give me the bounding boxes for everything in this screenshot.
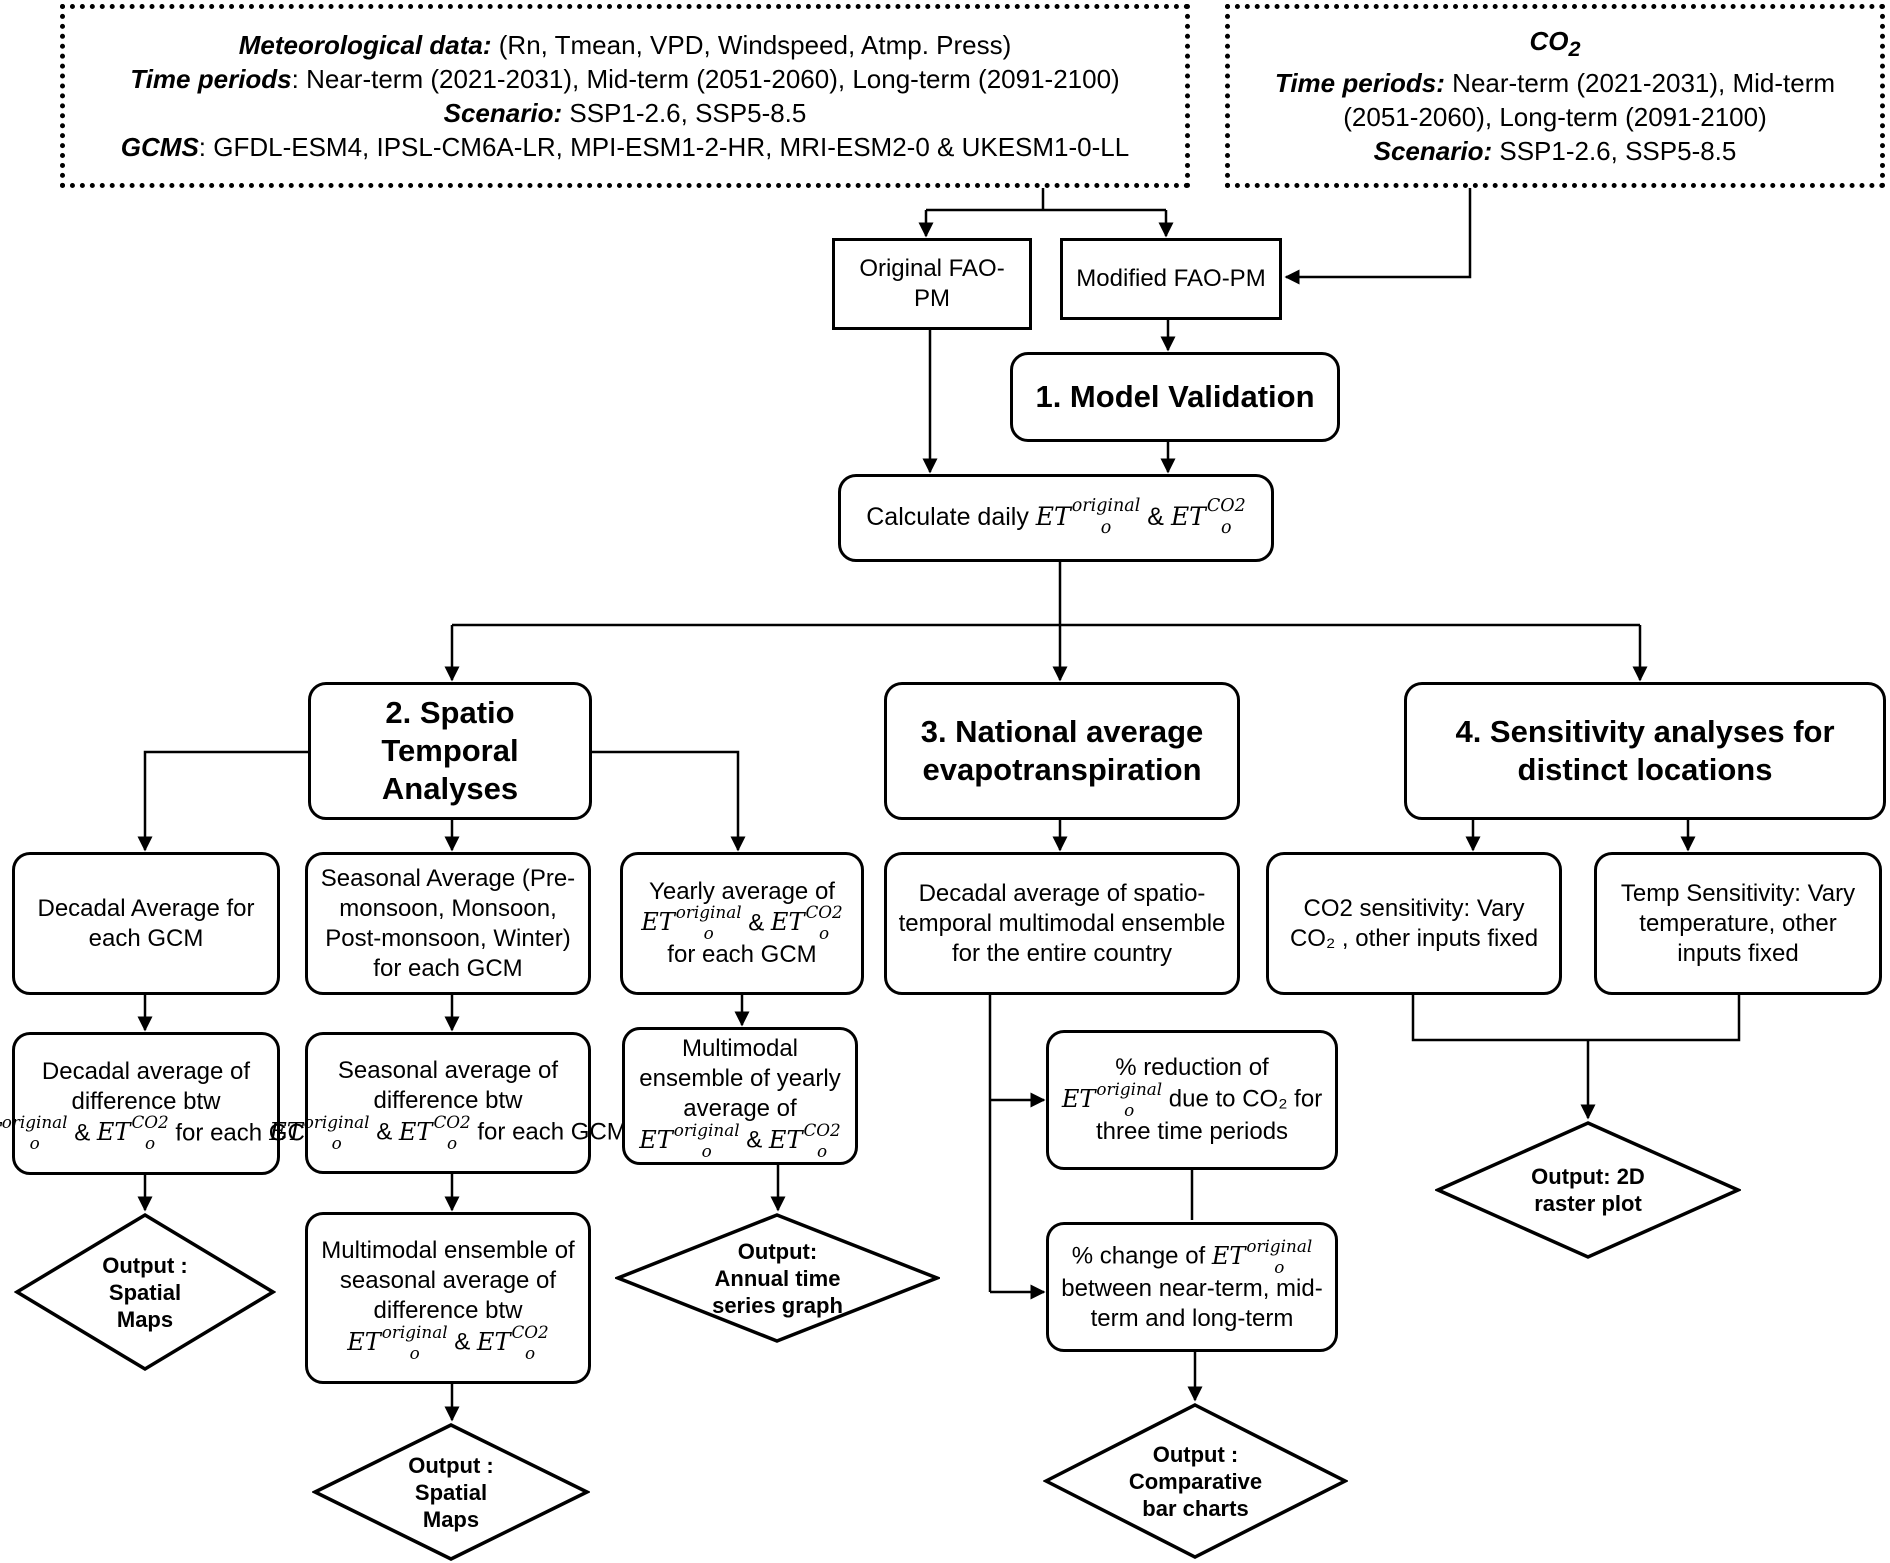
met-text-3: SSP1-2.6, SSP5-8.5 bbox=[562, 98, 807, 128]
model-validation-title: 1. Model Validation bbox=[1035, 379, 1315, 414]
pct-change-suffix: between near-term, mid-term and long-ter… bbox=[1061, 1274, 1323, 1332]
met-label-3: Scenario: bbox=[443, 98, 563, 128]
model-validation-box: 1. Model Validation bbox=[1010, 352, 1340, 442]
decadal-average-box: Decadal Average for each GCM bbox=[12, 852, 280, 995]
co2-time-label: Time periods: bbox=[1274, 68, 1445, 99]
yearly-average-line1: Yearly average of bbox=[649, 877, 835, 905]
co2-scenario-text: SSP1-2.6, SSP5-8.5 bbox=[1492, 136, 1737, 167]
co2-scenario-line: Scenario: SSP1-2.6, SSP5-8.5 bbox=[1374, 134, 1737, 168]
spatio-temporal-box: 2. Spatio Temporal Analyses bbox=[308, 682, 592, 820]
national-average-title: 3. National average evapotranspiration bbox=[920, 714, 1204, 787]
pct-reduction-line1: % reduction of bbox=[1115, 1054, 1269, 1082]
met-line-2: Time periods: Near-term (2021-2031), Mid… bbox=[130, 62, 1119, 96]
yearly-average-suffix: for each GCM bbox=[667, 941, 817, 969]
spatio-temporal-title: 2. Spatio Temporal Analyses bbox=[381, 695, 519, 806]
decadal-average-text: Decadal Average for each GCM bbox=[37, 894, 255, 952]
output-spatial-maps-middle: Output : Spatial Maps bbox=[312, 1422, 590, 1562]
met-text-4: : GFDL-ESM4, IPSL-CM6A-LR, MPI-ESM1-2-HR… bbox=[198, 132, 1130, 162]
seasonal-average-text: Seasonal Average (Pre-monsoon, Monsoon, … bbox=[320, 864, 576, 982]
met-label-1: Meteorological data: bbox=[238, 30, 492, 60]
met-label-2: Time periods bbox=[130, 64, 292, 94]
pct-reduction-suffix: due to CO₂ for three time periods bbox=[1095, 1085, 1323, 1145]
temp-sensitivity-box: Temp Sensitivity: Vary temperature, othe… bbox=[1594, 852, 1882, 995]
met-line-4: GCMS: GFDL-ESM4, IPSL-CM6A-LR, MPI-ESM1-… bbox=[121, 130, 1129, 164]
co2-scenario-label: Scenario: bbox=[1373, 136, 1493, 167]
yearly-ensemble-box: Multimodal ensemble of yearly average of… bbox=[622, 1027, 858, 1165]
decadal-ensemble-box: Decadal average of spatio-temporal multi… bbox=[884, 852, 1240, 995]
met-line-1: Meteorological data: (Rn, Tmean, VPD, Wi… bbox=[239, 28, 1012, 62]
co2-time-line-2: (2051-2060), Long-term (2091-2100) bbox=[1343, 100, 1766, 134]
met-text-1: (Rn, Tmean, VPD, Windspeed, Atmp. Press) bbox=[491, 30, 1012, 60]
decadal-difference-line1: Decadal average of difference btw bbox=[41, 1057, 251, 1115]
output-comparative-bar-charts: Output : Comparative bar charts bbox=[1043, 1402, 1348, 1560]
co2-data-box: CO2 Time periods: Near-term (2021-2031),… bbox=[1225, 4, 1885, 188]
co2-title-sub: 2 bbox=[1568, 36, 1581, 62]
decadal-difference-box: Decadal average of difference btw ETorig… bbox=[0, 1032, 325, 1175]
co2-sensitivity-box: CO2 sensitivity: Vary CO₂ , other inputs… bbox=[1266, 852, 1562, 995]
seasonal-difference-suffix: for each GCM bbox=[477, 1118, 627, 1146]
temp-sensitivity-text: Temp Sensitivity: Vary temperature, othe… bbox=[1620, 879, 1856, 967]
pct-change-prefix: % change of bbox=[1071, 1242, 1206, 1270]
met-text-2: : Near-term (2021-2031), Mid-term (2051-… bbox=[291, 64, 1120, 94]
co2-time-line-1: Time periods: Near-term (2021-2031), Mid… bbox=[1275, 66, 1835, 100]
co2-title-main: CO bbox=[1529, 25, 1569, 56]
sensitivity-analyses-box: 4. Sensitivity analyses for distinct loc… bbox=[1404, 682, 1886, 820]
co2-title: CO2 bbox=[1529, 24, 1580, 66]
met-label-4: GCMS bbox=[120, 132, 199, 162]
modified-fao-pm-label: Modified FAO-PM bbox=[1076, 265, 1266, 292]
national-average-box: 3. National average evapotranspiration bbox=[884, 682, 1240, 820]
decadal-ensemble-text: Decadal average of spatio-temporal multi… bbox=[898, 879, 1226, 967]
decadal-difference-suffix: for each GCM bbox=[175, 1119, 325, 1146]
original-fao-pm-label: Original FAO-PM bbox=[859, 255, 1005, 312]
meteorological-data-box: Meteorological data: (Rn, Tmean, VPD, Wi… bbox=[60, 4, 1190, 188]
co2-time-text-b: (2051-2060), Long-term (2091-2100) bbox=[1343, 102, 1767, 133]
output-annual-time-series: Output: Annual time series graph bbox=[615, 1212, 940, 1344]
co2-time-text-a: Near-term (2021-2031), Mid-term bbox=[1444, 68, 1836, 99]
sensitivity-analyses-title: 4. Sensitivity analyses for distinct loc… bbox=[1455, 714, 1835, 787]
calculate-prefix: Calculate daily bbox=[866, 502, 1029, 531]
modified-fao-pm-box: Modified FAO-PM bbox=[1060, 238, 1282, 320]
co2-sensitivity-text: CO2 sensitivity: Vary CO₂ , other inputs… bbox=[1289, 894, 1539, 952]
amp: & bbox=[1147, 502, 1164, 531]
seasonal-ensemble-box: Multimodal ensemble of seasonal average … bbox=[305, 1212, 591, 1384]
seasonal-average-box: Seasonal Average (Pre-monsoon, Monsoon, … bbox=[305, 852, 591, 995]
seasonal-difference-line1: Seasonal average of difference btw bbox=[337, 1057, 559, 1115]
met-line-3: Scenario: SSP1-2.6, SSP5-8.5 bbox=[444, 96, 807, 130]
seasonal-ensemble-line1: Multimodal ensemble of seasonal average … bbox=[321, 1237, 575, 1325]
original-fao-pm-box: Original FAO-PM bbox=[832, 238, 1032, 330]
yearly-ensemble-line1: Multimodal ensemble of yearly average of bbox=[639, 1035, 841, 1123]
output-spatial-maps-left: Output : Spatial Maps bbox=[14, 1212, 276, 1372]
output-2d-raster-plot: Output: 2D raster plot bbox=[1435, 1120, 1741, 1260]
